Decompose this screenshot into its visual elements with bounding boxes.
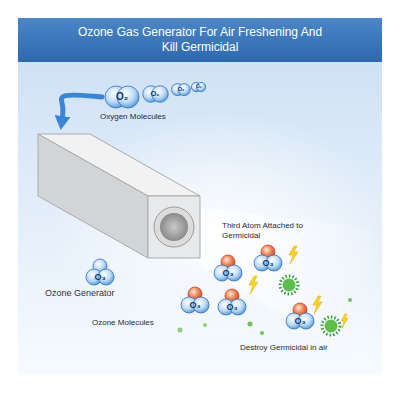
germ-symbol xyxy=(280,276,298,294)
atom-circle xyxy=(197,82,206,91)
oxygen-molecule: O₂ xyxy=(171,83,191,96)
ozone-molecule: O₃ xyxy=(285,302,315,330)
lightning-bolt xyxy=(313,296,322,314)
ozone-molecule: O₃ xyxy=(85,258,115,286)
generator-side xyxy=(38,134,148,258)
oxygen-molecule: O₂ xyxy=(142,85,169,103)
lightning-bolt xyxy=(249,276,258,294)
germ-fragment xyxy=(260,331,264,335)
molecule-formula: O₃ xyxy=(294,317,305,326)
annotation-label: Ozone Molecules xyxy=(92,318,192,328)
molecule-formula: O₂ xyxy=(116,92,128,102)
germ-fragment xyxy=(248,322,253,327)
lightning-bolt xyxy=(341,314,348,328)
generator-front xyxy=(148,196,200,258)
title-text: Ozone Gas Generator For Air Freshening A… xyxy=(75,25,325,55)
lightning-bolt xyxy=(289,246,298,264)
molecule-formula: O₃ xyxy=(262,259,273,268)
ozone-stream xyxy=(176,205,372,368)
annotation-label: Destroy Germicidal in air xyxy=(240,343,370,353)
ozone-molecule: O₃ xyxy=(180,286,210,314)
molecule-formula: O₃ xyxy=(222,269,233,278)
molecule-formula: O₂ xyxy=(178,87,185,93)
ozone-molecule: O₃ xyxy=(217,288,247,316)
molecule-formula: O₃ xyxy=(94,273,105,282)
atom-circle xyxy=(178,84,190,96)
part-label: Ozone Generator xyxy=(45,289,200,298)
molecule-formula: O₂ xyxy=(196,85,202,90)
molecule-formula: O₂ xyxy=(150,90,159,98)
oxygen-molecule: O₂ xyxy=(104,85,140,109)
germ-group xyxy=(178,276,353,335)
lightning-group xyxy=(249,246,348,328)
germ-fragment xyxy=(178,328,183,333)
germ-symbol xyxy=(322,317,340,335)
ozone-molecule: O₃ xyxy=(213,254,243,282)
title-holder: Ozone Gas Generator For Air Freshening A… xyxy=(18,18,382,62)
molecule-formula: O₃ xyxy=(226,303,237,312)
germ-fragment xyxy=(203,323,207,327)
generator-body xyxy=(38,134,200,258)
annotation-label: Oxygen Molecules xyxy=(100,112,200,122)
atom-circle xyxy=(151,86,168,103)
annotation-label: Third Atom Attached to Germicidal xyxy=(222,221,304,241)
outlet-ring xyxy=(154,207,194,247)
flow-arrow xyxy=(61,95,102,120)
ozone-generator: Ozone Generator xyxy=(38,134,200,258)
ozone-molecule: O₃ xyxy=(253,244,283,272)
title-band xyxy=(18,18,382,62)
germ-fragment xyxy=(348,298,352,302)
outlet-hole xyxy=(160,213,188,241)
molecule-formula: O₃ xyxy=(189,301,200,310)
oxygen-molecule: O₂ xyxy=(191,82,206,92)
